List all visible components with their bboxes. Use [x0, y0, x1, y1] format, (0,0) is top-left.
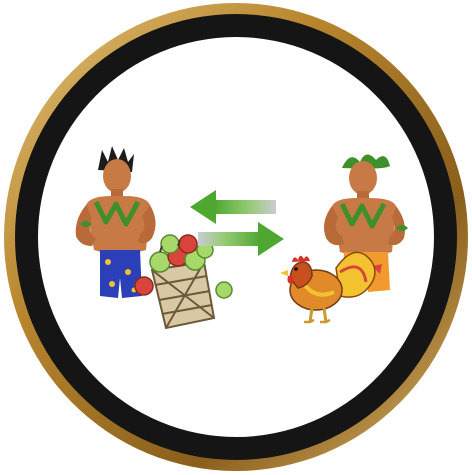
- barter-emblem: [0, 0, 472, 475]
- barter-emblem-graphic: [0, 0, 472, 475]
